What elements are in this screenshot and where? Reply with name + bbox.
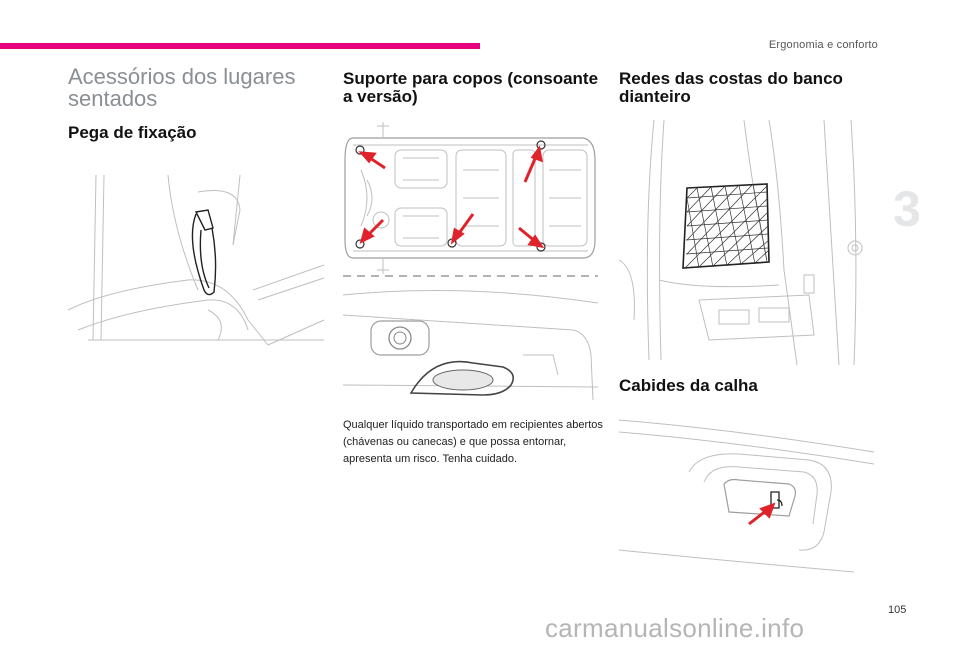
roof-hook-illustration bbox=[618, 419, 875, 573]
safety-note: Qualquer líquido transportado em recipie… bbox=[343, 419, 603, 465]
watermark: carmanualsonline.info bbox=[545, 613, 805, 643]
heading-seat-back-nets: Redes das costas do banco dianteiro bbox=[619, 69, 843, 106]
cup-holder-detail-illustration bbox=[342, 290, 599, 401]
heading-roof-hooks: Cabides da calha bbox=[619, 376, 758, 395]
vehicle-top-view-illustration bbox=[343, 122, 598, 277]
arrow-group bbox=[358, 145, 545, 249]
grab-handle-illustration bbox=[67, 174, 325, 346]
heading-grab-handle: Pega de fixação bbox=[68, 123, 197, 142]
seat-back-net-illustration bbox=[618, 119, 863, 366]
arrow-roof-hook bbox=[748, 502, 776, 526]
running-header: Ergonomia e conforto bbox=[768, 39, 878, 51]
section-title: Acessórios dos lugares sentados bbox=[68, 64, 296, 111]
chapter-number: 3 bbox=[893, 181, 921, 237]
section-color-bar bbox=[0, 43, 480, 49]
page-number: 105 bbox=[888, 604, 907, 616]
heading-cup-holder: Suporte para copos (consoante a versão) bbox=[343, 69, 599, 106]
